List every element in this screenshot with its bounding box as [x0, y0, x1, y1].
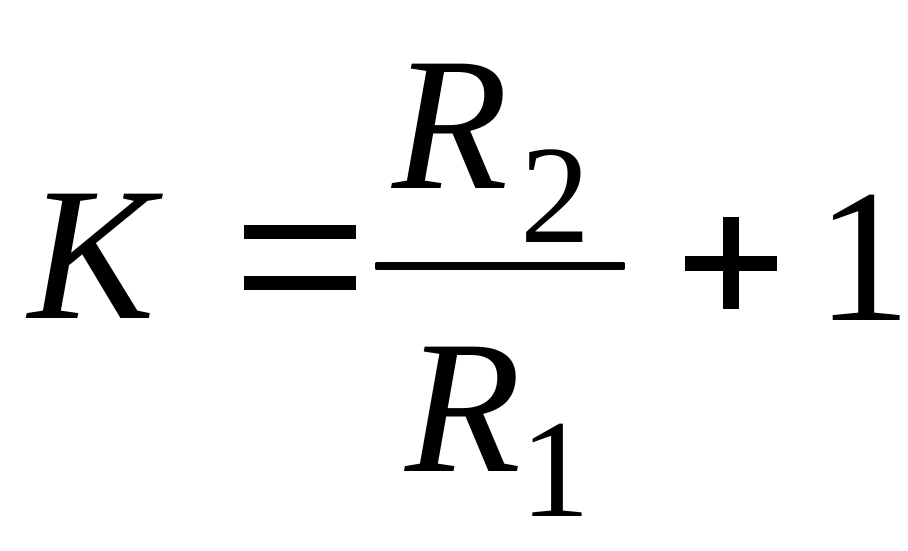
lhs-variable: K	[28, 150, 155, 360]
denominator-subscript: 1	[520, 392, 590, 547]
constant-term: 1	[816, 152, 908, 362]
numerator-variable: R	[392, 20, 509, 230]
equals-sign-bottom-bar	[244, 276, 356, 290]
denominator-variable: R	[405, 303, 522, 513]
plus-sign-vertical	[723, 217, 739, 309]
fraction-bar	[375, 262, 625, 270]
equals-sign-top-bar	[244, 225, 356, 239]
numerator-subscript: 2	[520, 118, 590, 273]
